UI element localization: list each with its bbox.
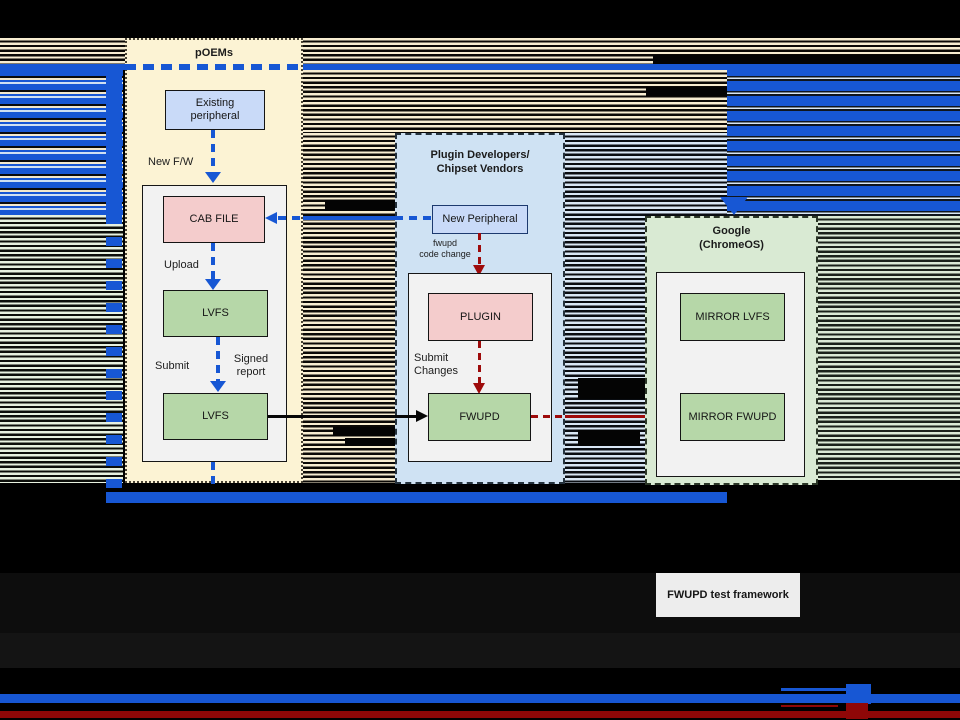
lvfs-lower-box: LVFS: [163, 393, 268, 440]
connector-fwupd-mirror-seg2: [565, 415, 648, 418]
fwupd-box-label: FWUPD: [459, 410, 500, 423]
fwupd-box: FWUPD: [428, 393, 531, 441]
google-panel-title-line2: (ChromeOS): [699, 239, 764, 251]
bottom-blue-square: [846, 684, 871, 704]
bottom-blue-band: [0, 694, 960, 703]
existing-peripheral-box: Existing peripheral: [165, 90, 265, 130]
mirror-lvfs-box: MIRROR LVFS: [680, 293, 785, 341]
arrow-right-black-icon: [416, 410, 428, 422]
connector-fwupd-mirror-seg1: [531, 415, 565, 418]
glitch-stripes-lightblue-column: [565, 133, 645, 483]
plugin-box-label: PLUGIN: [460, 310, 501, 323]
bottom-blue-line-thin: [781, 688, 848, 691]
fwupd-code-change-line1: fwupd: [432, 238, 458, 248]
bottom-band-dark2: [0, 633, 960, 668]
lvfs-upper-box: LVFS: [163, 290, 268, 337]
glitch-smear-right-2: [578, 430, 640, 446]
glitch-stripes-mid-upper: [303, 70, 727, 133]
lvfs-lower-label: LVFS: [202, 410, 229, 422]
plugin-panel-title-line1: Plugin Developers/: [430, 149, 530, 161]
mirror-fwupd-box: MIRROR FWUPD: [680, 393, 785, 441]
glitch-smear-lower-left-2: [345, 438, 397, 446]
glitch-stripes-mid-column: [303, 133, 395, 483]
mirror-fwupd-label: MIRROR FWUPD: [688, 410, 777, 423]
fwupd-code-change-label: fwupd code change: [416, 238, 474, 260]
connector-lvfs-to-fwupd: [268, 415, 418, 418]
connector-plugin-to-fwupd: [478, 341, 481, 383]
upload-label: Upload: [164, 259, 199, 271]
new-peripheral-label: New Peripheral: [442, 213, 518, 225]
bottom-red-square: [846, 703, 868, 719]
glitch-stripes-left-blue: [0, 70, 123, 215]
connector-existing-to-cab: [211, 130, 215, 172]
glitch-smear-mid-left: [325, 200, 395, 211]
arrow-down-red-icon: [473, 383, 485, 394]
new-peripheral-box: New Peripheral: [432, 205, 528, 234]
plugin-panel-title: Plugin Developers/ Chipset Vendors: [397, 148, 563, 176]
mirror-lvfs-label: MIRROR LVFS: [695, 310, 770, 323]
boundary-left-bar: [106, 66, 122, 215]
bottom-band-dark1: [0, 573, 960, 633]
glitch-stripes-left-green: [0, 215, 123, 483]
google-panel-title-line1: Google: [712, 225, 751, 237]
cab-file-box: CAB FILE: [163, 196, 265, 243]
boundary-left-dashes: [106, 215, 122, 492]
arrow-down-icon: [210, 381, 226, 392]
poems-panel-title: pOEMs: [195, 47, 233, 59]
glitch-smear-right-1: [578, 378, 645, 399]
new-fw-label: New F/W: [148, 156, 194, 168]
glitch-smear-upper-mid: [646, 87, 727, 96]
fwupd-test-framework-label: FWUPD test framework: [667, 588, 789, 601]
cab-file-label: CAB FILE: [189, 213, 239, 225]
connector-np-to-plugin: [478, 233, 481, 265]
arrow-left-icon: [265, 212, 277, 224]
boundary-top-dashes: [125, 64, 303, 70]
signed-report-label: Signed report: [233, 353, 269, 378]
google-panel-title: Google (ChromeOS): [647, 224, 816, 252]
connector-np-cab-seg3: [395, 216, 432, 220]
plugin-box: PLUGIN: [428, 293, 533, 341]
connector-np-cab-seg1: [278, 216, 303, 220]
connector-lvfs-to-lvfs: [216, 337, 220, 381]
glitch-stripes-right-green: [818, 216, 960, 480]
plugin-panel-title-line2: Chipset Vendors: [436, 163, 524, 175]
arrow-down-icon: [205, 279, 221, 290]
glitch-smear-lower-left-1: [333, 427, 397, 436]
arrow-down-icon: [205, 172, 221, 183]
submit-changes-label: Submit Changes: [414, 352, 459, 377]
bottom-red-line-thin: [781, 705, 838, 707]
fwupd-code-change-line2: code change: [419, 249, 471, 259]
arrow-down-red-icon: [473, 265, 485, 276]
fwupd-test-framework-box: FWUPD test framework: [656, 573, 800, 617]
glitch-stripes-lightblue-upper: [645, 133, 727, 216]
boundary-top-line-left: [0, 64, 125, 70]
submit-label: Submit: [155, 360, 190, 372]
bottom-red-band: [0, 711, 960, 718]
existing-peripheral-label: Existing peripheral: [190, 97, 240, 122]
boundary-top-line-right: [303, 64, 960, 70]
boundary-bottom-band: [106, 492, 727, 503]
connector-np-cab-seg2: [303, 216, 395, 220]
connector-cab-to-lvfs: [211, 243, 215, 279]
glitch-smear-top-right: [653, 55, 960, 64]
glitch-blue-bands-right: [727, 66, 960, 216]
connector-poems-bottom: [211, 462, 215, 490]
lvfs-upper-label: LVFS: [202, 307, 229, 319]
blue-arrow-down-icon: [720, 197, 748, 215]
